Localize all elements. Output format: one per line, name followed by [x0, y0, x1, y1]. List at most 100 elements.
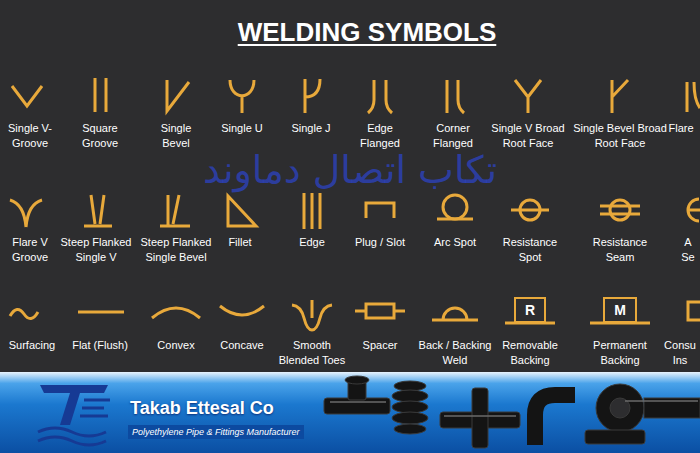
convex-symbol	[152, 308, 200, 318]
label-slot: Convex	[146, 338, 206, 353]
label-slot: Resistance Seam	[588, 235, 653, 265]
symbol-name: Corner Flanged	[426, 121, 481, 151]
label-slot: Single Bevel	[151, 121, 201, 151]
pipe-tee	[345, 376, 369, 384]
symbol-name: A Se	[679, 235, 697, 265]
arc-spot-symbol	[437, 218, 473, 221]
weld-symbols	[10, 78, 700, 330]
arc-spot-symbol	[443, 195, 467, 219]
backing-box: R	[514, 297, 546, 323]
steep-v-symbol	[84, 195, 112, 226]
logo-letter	[40, 385, 108, 425]
broad-root-bevel-symbol	[612, 80, 628, 113]
symbol-name: Single U	[207, 121, 277, 136]
symbol-name: Spacer	[350, 338, 410, 353]
symbol-name: Plug / Slot	[345, 235, 415, 250]
label-slot: Edge Flanged	[355, 121, 405, 151]
backing-letter: R	[525, 301, 535, 319]
symbol-name: Resistance Seam	[588, 235, 653, 265]
label-slot: Single V- Groove	[1, 121, 59, 151]
symbol-name: Consu Ins	[662, 338, 698, 368]
page-title: WELDING SYMBOLS	[197, 16, 537, 48]
pipe-reducer	[585, 430, 645, 444]
backing-letter: M	[614, 301, 626, 319]
symbol-name: Square Groove	[75, 121, 125, 151]
label-slot: Single J	[276, 121, 346, 136]
blended-toes-symbol	[292, 300, 332, 330]
spacer-symbol	[355, 310, 405, 313]
label-slot: Steep Flanked Single Bevel	[136, 235, 216, 265]
label-slot: Steep Flanked Single V	[56, 235, 136, 265]
single-u-symbol	[230, 80, 254, 113]
square-groove-symbol	[95, 78, 106, 112]
symbol-name: Single J	[276, 121, 346, 136]
consumable-insert-symbol	[688, 302, 700, 320]
rubber-bellows	[392, 412, 428, 424]
rubber-bellows	[392, 401, 428, 413]
resistance-seam-symbol	[610, 200, 630, 220]
symbol-name: Flat (Flush)	[65, 338, 135, 353]
label-slot: Back / Backing Weld	[414, 338, 496, 368]
steep-bevel-symbol	[160, 195, 190, 226]
label-slot: Resistance Spot	[498, 235, 563, 265]
company-name: Takab Ettesal Co	[130, 397, 320, 419]
symbol-name: Edge Flanged	[355, 121, 405, 151]
label-slot: Removable Backing	[495, 338, 565, 368]
resistance-spot-symbol	[511, 209, 549, 212]
pipe-flange	[596, 384, 644, 432]
broad-root-v-symbol	[515, 80, 541, 113]
backing-box: M	[603, 297, 637, 323]
title-slot: WELDING SYMBOLS	[197, 16, 537, 48]
symbol-name: Smooth Blended Toes	[275, 338, 350, 368]
symbol-name: Single Bevel	[151, 121, 201, 151]
symbol-name: Steep Flanked Single V	[56, 235, 136, 265]
label-slot: Takab Ettesal Co	[130, 397, 320, 419]
label-slot: Corner Flanged	[426, 121, 481, 151]
corner-flanged-symbol	[447, 80, 464, 113]
label-slot: Smooth Blended Toes	[275, 338, 350, 368]
label-slot: Spacer	[350, 338, 410, 353]
label-slot: Surfacing	[2, 338, 62, 353]
label-slot: A Se	[679, 235, 697, 265]
pipe-fittings	[324, 376, 700, 448]
resistance-seam-symbol	[600, 206, 640, 214]
symbol-name: Single V Broad Root Face	[484, 121, 572, 151]
edge-symbol	[304, 193, 320, 229]
label-slot: Permanent Backing	[585, 338, 655, 368]
symbol-name: Flare	[666, 121, 696, 136]
surfacing-symbol	[10, 309, 38, 318]
logo-letter	[80, 400, 110, 416]
concave-symbol	[220, 306, 264, 315]
label-slot: Edge	[282, 235, 342, 250]
flare-symbol	[687, 82, 700, 112]
label-slot: تکاب اتصال دماوند	[100, 148, 600, 192]
single-v-groove-symbol	[12, 86, 42, 106]
label-slot: Flare V Groove	[4, 235, 56, 265]
label-slot: Plug / Slot	[345, 235, 415, 250]
label-slot: Square Groove	[75, 121, 125, 151]
symbol-name: Steep Flanked Single Bevel	[136, 235, 216, 265]
single-bevel-symbol	[167, 80, 189, 111]
symbol-name: Resistance Spot	[498, 235, 563, 265]
fillet-symbol	[228, 196, 256, 226]
arc-seam-symbol	[688, 199, 700, 221]
spacer-symbol	[366, 304, 394, 318]
label-slot: Polyethylene Pipe & Fittings Manufacture…	[128, 421, 322, 439]
pipe-cross	[472, 388, 488, 448]
plug-slot-symbol	[366, 203, 394, 218]
rubber-bellows	[394, 424, 426, 434]
label-slot: Concave	[212, 338, 272, 353]
company-logo	[38, 385, 110, 445]
label-slot: Single V Broad Root Face	[484, 121, 572, 151]
pipe-elbow	[535, 395, 575, 445]
company-banner	[0, 372, 700, 453]
edge-flanged-symbol	[368, 80, 392, 113]
symbol-name: Fillet	[210, 235, 270, 250]
symbol-name: Flare V Groove	[4, 235, 56, 265]
label-slot: Single U	[207, 121, 277, 136]
pipe-highlight	[330, 401, 698, 416]
label-slot: Consu Ins	[662, 338, 698, 368]
symbol-name: Surfacing	[2, 338, 62, 353]
